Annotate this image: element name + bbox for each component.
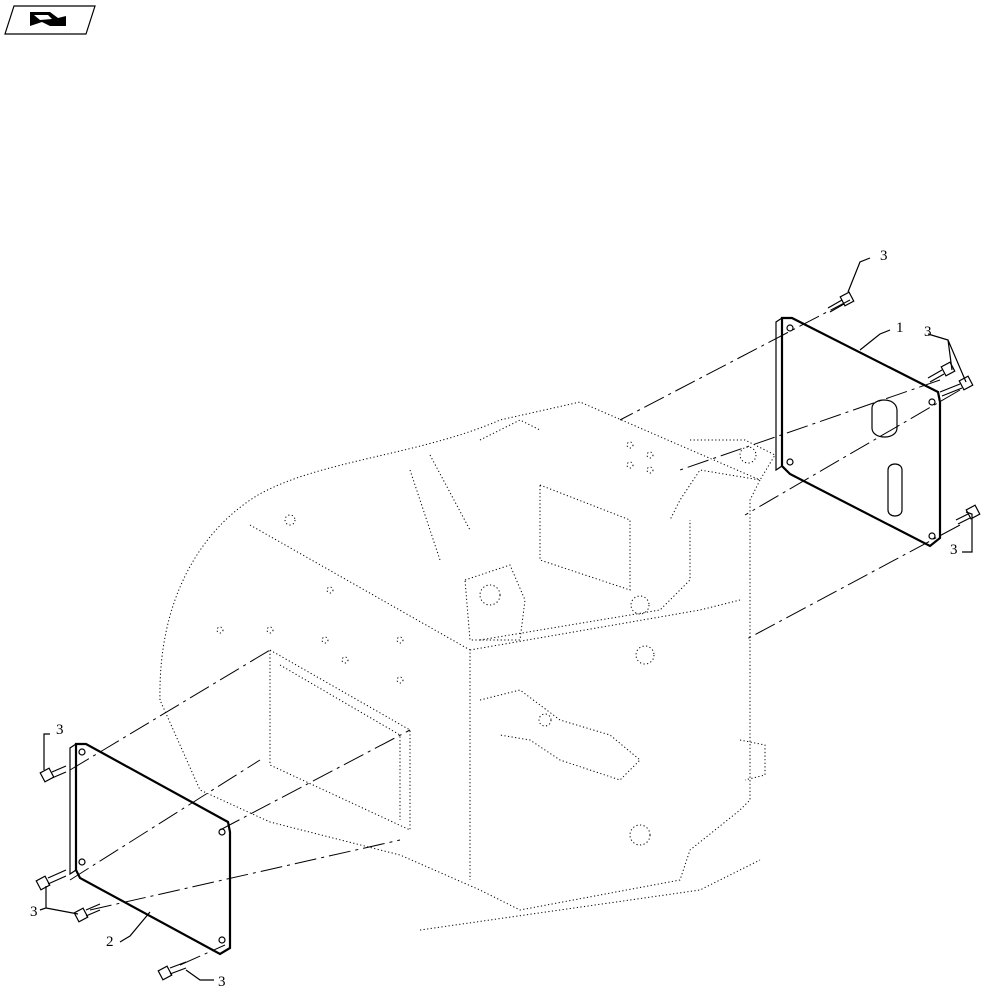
callout-bolt-left-pair: 3: [30, 904, 38, 920]
bolt-left-middle: [35, 869, 67, 891]
bolt-right-middle: [939, 375, 974, 397]
callout-plate-right: 1: [896, 320, 904, 336]
callout-bolt-left-top: 3: [56, 722, 64, 738]
bolt-right-lower: [955, 504, 981, 525]
bolt-top: [827, 291, 855, 313]
left-cover-plate: [69, 742, 232, 956]
callout-bolt-right-pair: 3: [924, 324, 932, 340]
bolt-left-lower: [73, 903, 101, 923]
right-cover-plate: [775, 316, 942, 548]
bolt-left-top: [39, 765, 67, 783]
callout-bolt-right-lower: 3: [950, 542, 958, 558]
callout-bolt-left-bottom: 3: [218, 974, 226, 990]
leader-lines: [39, 257, 973, 981]
book-icon: [30, 12, 66, 26]
frame-assembly: [159, 401, 776, 931]
alignment-lines: [69, 299, 961, 966]
callout-bolt-top: 3: [880, 248, 888, 264]
bolt-left-bottom: [157, 961, 187, 981]
callout-plate-left: 2: [106, 934, 114, 950]
bolt-right-upper: [927, 361, 956, 383]
manual-icon-frame[interactable]: [4, 5, 96, 35]
